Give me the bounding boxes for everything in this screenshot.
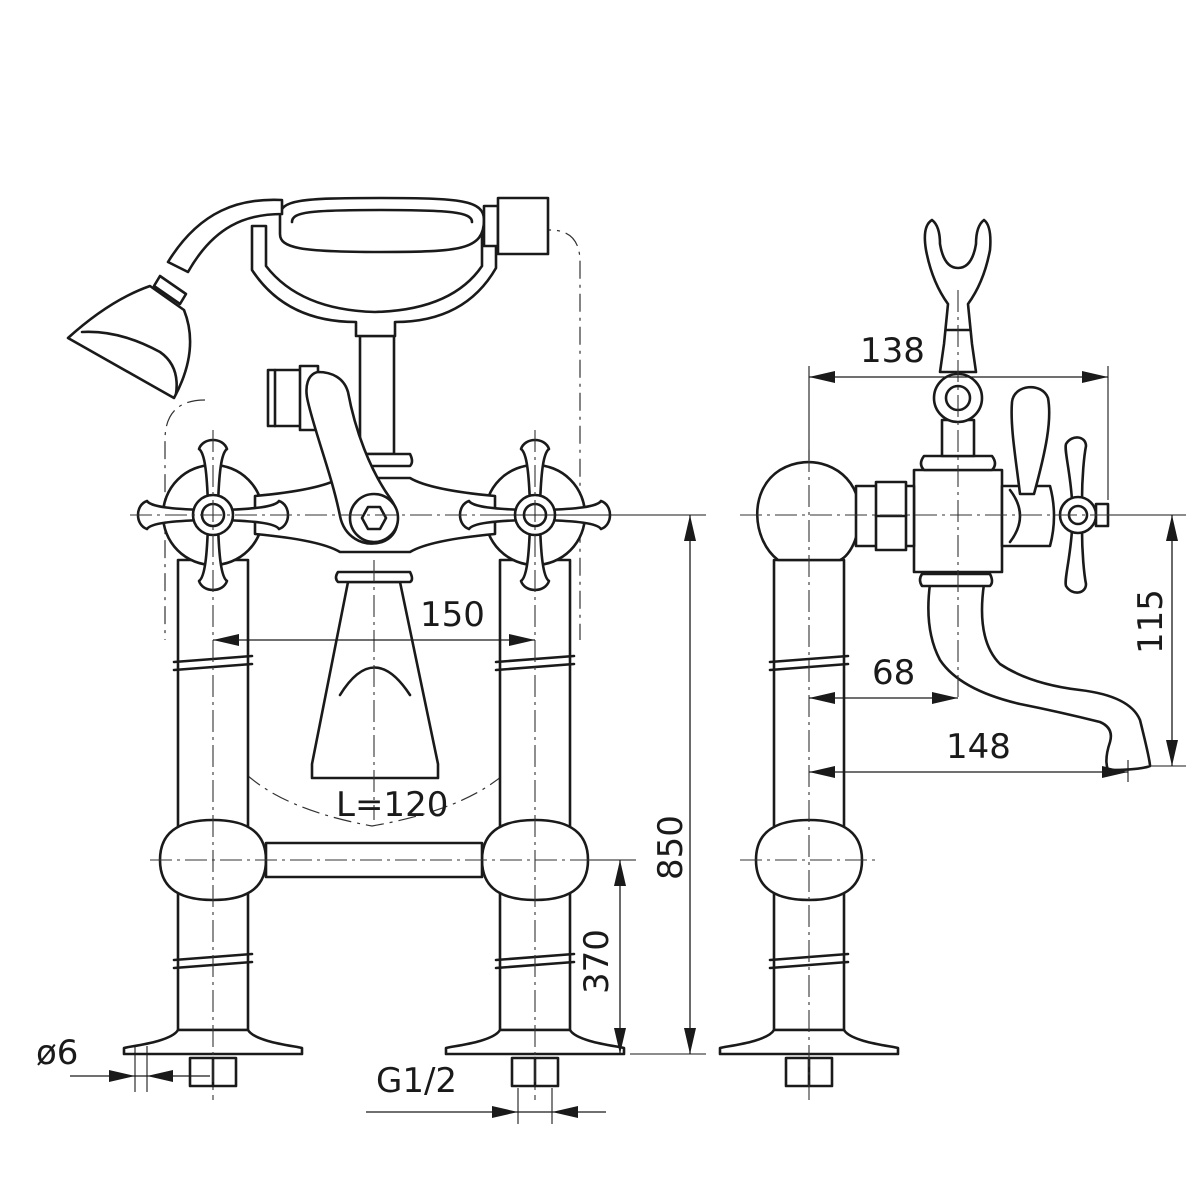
dim-thread: G1/2	[376, 1061, 457, 1101]
hex-nut-icon	[360, 505, 388, 531]
spout-length-label: L=120	[336, 785, 448, 825]
dim-850: 850	[651, 815, 691, 880]
dim-150: 150	[420, 595, 485, 635]
dim-148: 148	[946, 727, 1011, 767]
dim-138: 138	[860, 331, 925, 371]
diverter-stub	[266, 368, 304, 428]
dim-hose-dia: ø6	[36, 1033, 78, 1073]
side-ball	[756, 460, 861, 562]
dim-370: 370	[577, 929, 617, 994]
handshower-envelope	[164, 399, 206, 640]
handset	[278, 196, 550, 256]
side-lever[interactable]	[1010, 385, 1051, 496]
shower-head-icon	[66, 274, 192, 400]
spout-front	[310, 580, 440, 780]
front-view: 150 L=120 850 370 ø6 G1/2	[36, 196, 706, 1124]
side-view: 138 68 148 115	[718, 218, 1186, 1100]
handshower-envelope-right	[500, 229, 581, 640]
hose	[166, 198, 284, 274]
dim-115: 115	[1131, 589, 1171, 654]
spout-swing-arc	[212, 717, 539, 827]
center-stem	[358, 334, 396, 456]
dim-68: 68	[872, 653, 915, 693]
